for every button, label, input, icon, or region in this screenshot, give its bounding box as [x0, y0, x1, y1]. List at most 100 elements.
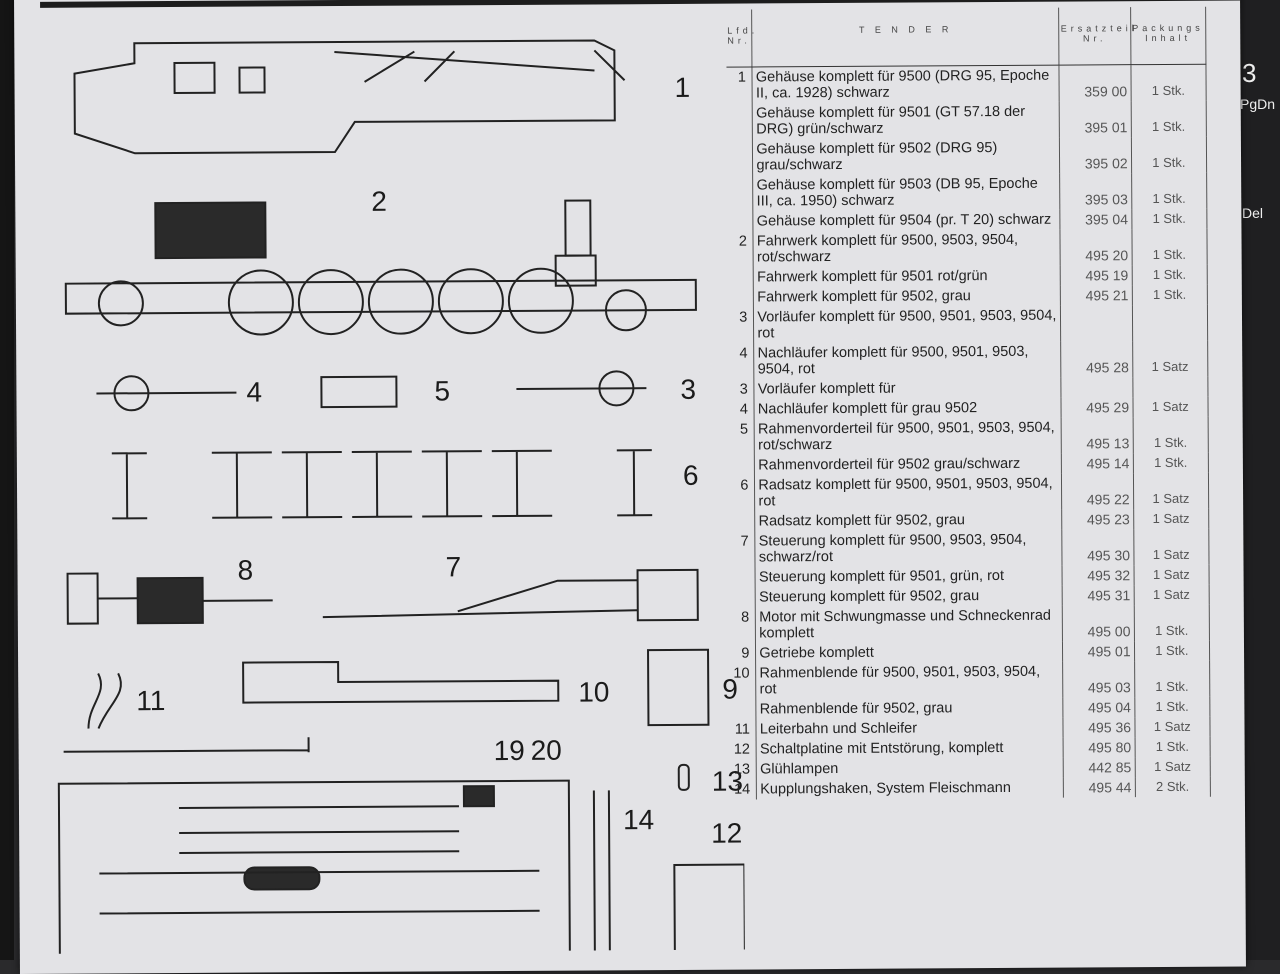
figure-number: 8 [237, 554, 254, 586]
part-number: 495 20 [1060, 229, 1132, 266]
part-index: 10 [730, 663, 757, 700]
part-number: 495 28 [1061, 341, 1133, 378]
part-description: Radsatz komplett für 9500, 9501, 9503, 9… [754, 473, 1063, 512]
part-quantity: 1 Stk. [1131, 228, 1208, 266]
figure-number: 11 [136, 685, 166, 717]
part-number: 495 36 [1063, 717, 1135, 738]
part-quantity: 2 Stk. [1134, 776, 1211, 798]
part-index [727, 267, 754, 288]
part-number: 495 01 [1062, 641, 1135, 662]
part-number: 495 21 [1060, 285, 1132, 306]
part-index [727, 175, 754, 212]
part-description: Getriebe komplett [755, 641, 1064, 664]
part-index: 1 [726, 66, 753, 104]
figure-number: 1 [674, 71, 691, 103]
part-number: 495 13 [1061, 417, 1133, 454]
part-index [727, 211, 754, 232]
part-description: Rahmenvorderteil für 9502 grau/schwarz [754, 453, 1062, 476]
part-description: Fahrwerk komplett für 9502, grau [753, 285, 1061, 308]
part-index: 9 [729, 643, 756, 664]
part-index: 3 [727, 307, 755, 344]
figure-number: 2 [371, 185, 387, 217]
part-description: Gehäuse komplett für 9503 (DB 95, Epoche… [752, 173, 1061, 212]
table-row: Gehäuse komplett für 9503 (DB 95, Epoche… [727, 172, 1207, 212]
part-index: 12 [730, 739, 757, 760]
part-index: 8 [729, 607, 756, 644]
part-description: Rahmenblende für 9500, 9501, 9503, 9504,… [755, 661, 1064, 700]
exploded-drawing: 1 2 4 5 3 6 8 7 11 10 9 19 20 13 14 12 [34, 10, 745, 954]
key-label: PgDn [1240, 96, 1276, 112]
part-number: 495 14 [1061, 453, 1134, 474]
part-index: 6 [728, 475, 756, 512]
part-index [729, 587, 756, 608]
part-description: Gehäuse komplett für 9502 (DRG 95) grau/… [752, 137, 1061, 176]
part-quantity: 1 Satz [1133, 528, 1210, 566]
column-header-quantity: Packungs Inhalt [1130, 6, 1206, 65]
part-index: 3 [728, 379, 755, 400]
part-quantity: 1 Stk. [1134, 640, 1210, 662]
part-index [727, 287, 754, 308]
part-number: 359 00 [1059, 64, 1131, 102]
part-description: Vorläufer komplett für [754, 377, 1062, 400]
part-quantity: 1 Stk. [1130, 100, 1207, 138]
part-description: Gehäuse komplett für 9504 (pr. T 20) sch… [753, 209, 1061, 232]
part-quantity: 1 Stk. [1132, 416, 1209, 454]
part-index: 5 [728, 419, 755, 456]
part-quantity: 1 Satz [1133, 472, 1209, 510]
figure-number: 19 [493, 734, 525, 767]
part-description: Motor mit Schwungmasse und Schneckenrad … [755, 605, 1063, 644]
part-quantity: 1 Satz [1132, 396, 1209, 418]
part-number: 495 19 [1060, 265, 1132, 286]
part-description: Rahmenblende für 9502, grau [756, 697, 1064, 720]
part-number: 442 85 [1063, 757, 1135, 778]
figure-number: 10 [578, 676, 610, 708]
part-description: Vorläufer komplett für 9500, 9501, 9503,… [753, 305, 1062, 344]
figure-number: 4 [246, 376, 263, 408]
part-number: 495 80 [1063, 737, 1135, 758]
part-quantity: 1 Satz [1134, 716, 1211, 738]
figure-number: 6 [682, 459, 699, 491]
table-row: Gehäuse komplett für 9501 (GT 57.18 der … [726, 100, 1207, 140]
part-quantity [1131, 304, 1208, 342]
part-quantity [1132, 376, 1208, 398]
part-quantity: 1 Stk. [1134, 696, 1210, 718]
part-description: Kupplungshaken, System Fleischmann [756, 777, 1064, 800]
part-description: Steuerung komplett für 9500, 9503, 9504,… [755, 529, 1063, 568]
part-number: 495 04 [1063, 697, 1135, 718]
part-quantity: 1 Satz [1133, 508, 1209, 530]
part-quantity: 1 Stk. [1131, 172, 1207, 210]
part-number: 395 01 [1059, 101, 1131, 138]
parts-sheet: 1 2 4 5 3 6 8 7 11 10 9 19 20 13 14 12 L… [14, 0, 1246, 974]
part-quantity: 1 Stk. [1130, 136, 1207, 174]
part-quantity: 1 Stk. [1130, 64, 1207, 102]
part-number: 395 02 [1059, 137, 1132, 174]
part-description: Gehäuse komplett für 9501 (GT 57.18 der … [752, 101, 1060, 140]
part-description: Radsatz komplett für 9502, grau [755, 509, 1063, 532]
figure-number: 14 [622, 804, 655, 836]
column-header-part-number: Ersatzteil Nr. [1059, 7, 1138, 66]
part-index: 2 [727, 231, 754, 268]
part-quantity: 1 Stk. [1134, 736, 1211, 758]
part-number: 495 22 [1061, 473, 1134, 510]
locomotive-drawing-icon [57, 39, 745, 954]
part-index: 4 [728, 343, 755, 380]
part-quantity: 1 Stk. [1134, 660, 1210, 698]
background-keyboard: 3 PgDn Del [1238, 0, 1280, 960]
part-quantity: 1 Satz [1133, 584, 1210, 606]
table-row: Gehäuse komplett für 9502 (DRG 95) grau/… [726, 136, 1207, 176]
part-number: 495 31 [1062, 585, 1134, 606]
part-index: 14 [730, 779, 757, 800]
part-description: Rahmenvorderteil für 9500, 9501, 9503, 9… [754, 417, 1062, 456]
part-quantity: 1 Stk. [1131, 208, 1207, 230]
part-number: 395 04 [1060, 209, 1132, 230]
figure-number: 5 [434, 375, 451, 407]
part-number: 495 23 [1062, 509, 1134, 530]
part-index: 4 [728, 399, 755, 420]
part-description: Nachläufer komplett für 9500, 9501, 9503… [754, 341, 1062, 380]
figure-number: 3 [680, 373, 697, 405]
part-index: 11 [730, 719, 757, 740]
background-left [0, 0, 14, 960]
